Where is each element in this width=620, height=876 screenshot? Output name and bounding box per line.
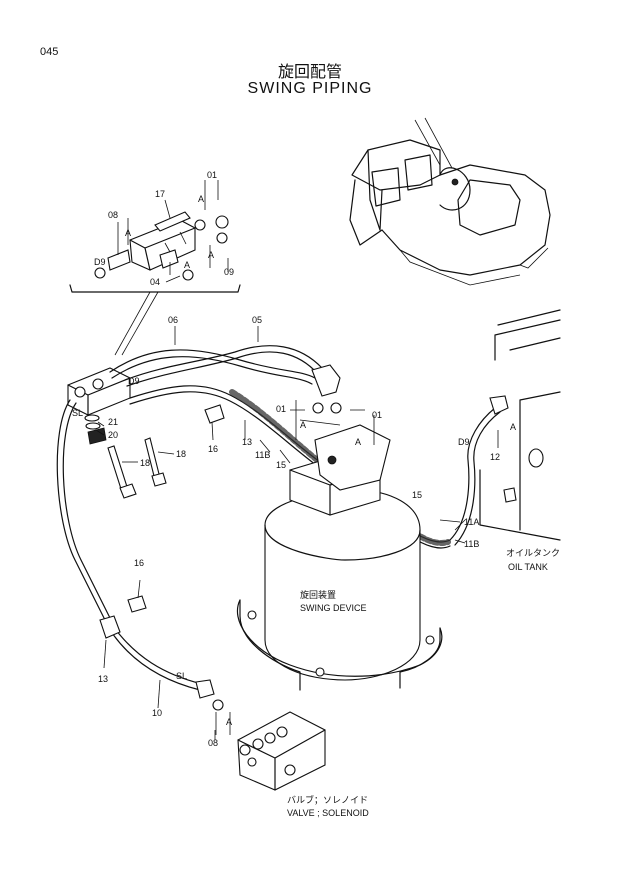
label-06: 06	[168, 315, 178, 325]
label-01-left: 01	[276, 404, 286, 414]
oil-tank-caption-jp: オイルタンク	[506, 548, 560, 558]
label-13-upper: 13	[242, 437, 252, 447]
label-sl-upper: SL	[72, 408, 83, 418]
label-18-left: 18	[140, 458, 150, 468]
oil-tank	[479, 309, 561, 541]
label-04: 04	[150, 277, 160, 287]
label-15-right: 15	[412, 490, 422, 500]
swing-device-caption-jp: 旋回装置	[300, 589, 336, 600]
valve-caption-en: VALVE ; SOLENOID	[287, 808, 369, 818]
label-21: 21	[108, 417, 118, 427]
swing-device-caption-en: SWING DEVICE	[300, 603, 367, 613]
label-18-right: 18	[176, 449, 186, 459]
label-d9-right: D9	[458, 437, 470, 447]
page-number: 045	[40, 46, 59, 58]
label-a-8: A	[226, 717, 232, 727]
label-08-lower: 08	[208, 738, 218, 748]
label-a-7: A	[510, 422, 516, 432]
title-english: SWING PIPING	[247, 80, 373, 97]
label-12: 12	[490, 452, 500, 462]
label-15-upper: 15	[276, 460, 286, 470]
label-16-upper: 16	[208, 444, 218, 454]
label-d9-upper: D9	[128, 376, 140, 386]
fittings-01	[295, 400, 375, 445]
label-a-6: A	[355, 437, 361, 447]
label-08-detail: 08	[108, 210, 118, 220]
swing-device	[236, 424, 443, 691]
hoses-upper	[109, 345, 341, 397]
oil-tank-caption-en: OIL TANK	[508, 562, 548, 572]
label-01-detail: 01	[207, 170, 217, 180]
hose-lower-left	[56, 399, 215, 699]
label-a-4: A	[184, 260, 190, 270]
label-11b-upper: 11B	[255, 450, 270, 460]
title-japanese: 旋回配管	[277, 64, 342, 81]
label-11b-right: 11B	[464, 539, 479, 549]
label-01-right: 01	[372, 410, 382, 420]
label-20: 20	[108, 430, 118, 440]
leader-lines	[95, 180, 499, 740]
label-13-lower: 13	[98, 674, 108, 684]
valve-caption-jp: バルブ；ソレノイド	[287, 794, 368, 805]
label-a-2: A	[125, 228, 131, 238]
label-11a: 11A	[464, 517, 479, 527]
label-a-5: A	[300, 420, 306, 430]
machine-overview	[349, 117, 551, 286]
upper-valve-block	[67, 367, 131, 416]
captions: オイルタンク OIL TANK 旋回装置 SWING DEVICE バルブ；ソレ…	[287, 548, 560, 818]
label-05: 05	[252, 315, 262, 325]
label-d9-detail: D9	[94, 257, 106, 267]
detail-bracket	[69, 180, 241, 356]
part-labels: 17 01 A 08 A A D9 A 09 04 06 05 D9 SL 21…	[72, 170, 516, 748]
solenoid-valve	[212, 699, 326, 791]
label-17: 17	[155, 189, 165, 199]
label-10: 10	[152, 708, 162, 718]
label-sl-lower: SL	[176, 671, 187, 681]
label-16-lower: 16	[134, 558, 144, 568]
label-09: 09	[224, 267, 234, 277]
label-a-1: A	[198, 194, 204, 204]
label-a-3: A	[208, 250, 214, 260]
bolts-and-washers	[84, 404, 225, 613]
